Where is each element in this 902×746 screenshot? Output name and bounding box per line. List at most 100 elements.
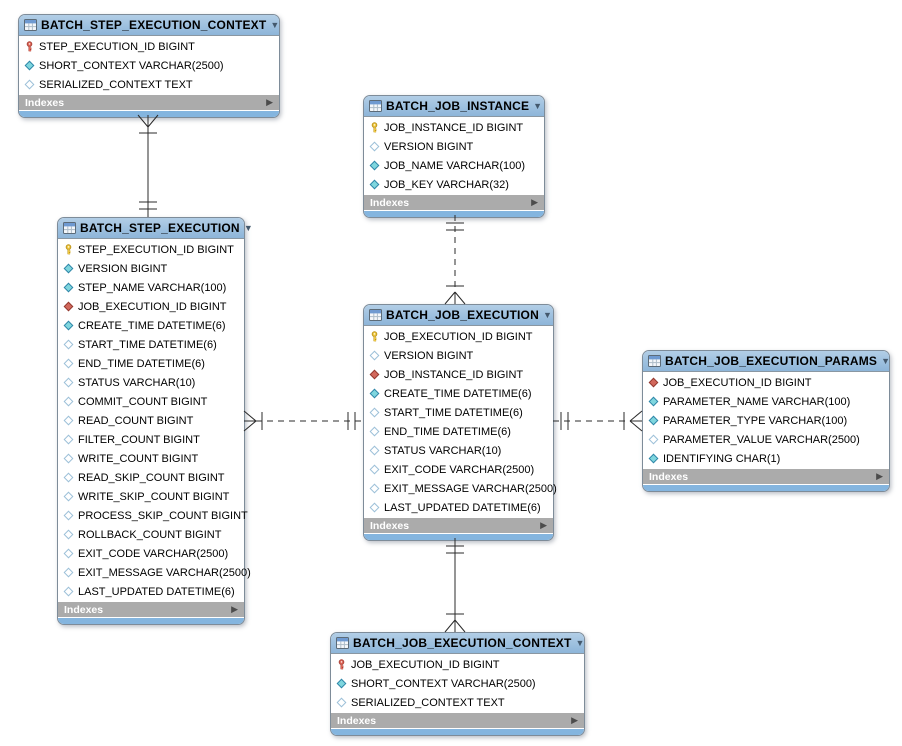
table-BATCH_JOB_EXECUTION_CONTEXT[interactable]: BATCH_JOB_EXECUTION_CONTEXT ▼ JOB_EXECUT… [330, 632, 585, 736]
column-row[interactable]: PARAMETER_VALUE VARCHAR(2500) [643, 430, 889, 449]
collapse-arrow-icon[interactable]: ▼ [575, 637, 585, 648]
collapse-arrow-icon[interactable]: ▼ [542, 309, 552, 320]
column-row[interactable]: EXIT_CODE VARCHAR(2500) [364, 460, 553, 479]
column-row[interactable]: IDENTIFYING CHAR(1) [643, 449, 889, 468]
relationship-BATCH_STEP_EXECUTION_CONTEXT-BATCH_STEP_EXECUTION[interactable] [134, 114, 162, 217]
table-header[interactable]: BATCH_JOB_EXECUTION_CONTEXT ▼ [331, 633, 584, 654]
column-row[interactable]: EXIT_MESSAGE VARCHAR(2500) [364, 479, 557, 498]
column-row[interactable]: START_TIME DATETIME(6) [58, 335, 244, 354]
indexes-footer[interactable]: Indexes ▶ [58, 602, 244, 617]
table-header[interactable]: BATCH_JOB_EXECUTION ▼ [364, 305, 553, 326]
column-label: READ_COUNT BIGINT [78, 414, 194, 427]
nullable-column-icon [63, 567, 74, 578]
table-title: BATCH_STEP_EXECUTION_CONTEXT [41, 18, 267, 32]
column-row[interactable]: SHORT_CONTEXT VARCHAR(2500) [331, 674, 584, 693]
foreign-key-icon [369, 369, 380, 380]
column-row[interactable]: STATUS VARCHAR(10) [364, 441, 553, 460]
relationship-BATCH_JOB_EXECUTION-BATCH_JOB_EXECUTION_PARAMS[interactable] [553, 407, 643, 435]
column-row[interactable]: PROCESS_SKIP_COUNT BIGINT [58, 506, 248, 525]
column-row[interactable]: WRITE_SKIP_COUNT BIGINT [58, 487, 244, 506]
collapse-arrow-icon[interactable]: ▼ [270, 19, 280, 30]
column-row[interactable]: STEP_EXECUTION_ID BIGINT [19, 37, 279, 56]
column-row[interactable]: JOB_EXECUTION_ID BIGINT [331, 655, 584, 674]
column-row[interactable]: SERIALIZED_CONTEXT TEXT [19, 75, 279, 94]
relationship-BATCH_STEP_EXECUTION-BATCH_JOB_EXECUTION[interactable] [243, 407, 363, 435]
table-title: BATCH_JOB_EXECUTION_PARAMS [665, 354, 878, 368]
column-label: JOB_KEY VARCHAR(32) [384, 178, 509, 191]
collapse-arrow-icon[interactable]: ▼ [243, 222, 253, 233]
column-row[interactable]: SERIALIZED_CONTEXT TEXT [331, 693, 584, 712]
primary-key-icon [63, 244, 74, 255]
column-row[interactable]: SHORT_CONTEXT VARCHAR(2500) [19, 56, 279, 75]
column-row[interactable]: VERSION BIGINT [58, 259, 244, 278]
not-null-column-icon [63, 320, 74, 331]
indexes-footer[interactable]: Indexes ▶ [643, 469, 889, 484]
column-row[interactable]: CREATE_TIME DATETIME(6) [364, 384, 553, 403]
column-row[interactable]: VERSION BIGINT [364, 346, 553, 365]
column-row[interactable]: JOB_INSTANCE_ID BIGINT [364, 365, 553, 384]
expand-arrow-icon[interactable]: ▶ [231, 604, 238, 614]
nullable-column-icon [369, 407, 380, 418]
table-BATCH_STEP_EXECUTION[interactable]: BATCH_STEP_EXECUTION ▼ STEP_EXECUTION_ID… [57, 217, 253, 625]
column-row[interactable]: START_TIME DATETIME(6) [364, 403, 553, 422]
column-row[interactable]: LAST_UPDATED DATETIME(6) [58, 582, 244, 601]
column-row[interactable]: JOB_KEY VARCHAR(32) [364, 175, 544, 194]
column-row[interactable]: PARAMETER_TYPE VARCHAR(100) [643, 411, 889, 430]
indexes-footer[interactable]: Indexes ▶ [19, 95, 279, 110]
not-null-column-icon [63, 282, 74, 293]
foreign-key-icon [63, 301, 74, 312]
column-row[interactable]: PARAMETER_NAME VARCHAR(100) [643, 392, 889, 411]
table-header[interactable]: BATCH_STEP_EXECUTION ▼ [58, 218, 253, 239]
column-label: JOB_NAME VARCHAR(100) [384, 159, 525, 172]
indexes-footer[interactable]: Indexes ▶ [331, 713, 584, 728]
relationship-BATCH_JOB_EXECUTION-BATCH_JOB_EXECUTION_CONTEXT[interactable] [441, 538, 469, 633]
column-row[interactable]: JOB_EXECUTION_ID BIGINT [364, 327, 553, 346]
table-BATCH_JOB_EXECUTION[interactable]: BATCH_JOB_EXECUTION ▼ JOB_EXECUTION_ID B… [363, 304, 557, 541]
column-row[interactable]: CREATE_TIME DATETIME(6) [58, 316, 244, 335]
column-row[interactable]: END_TIME DATETIME(6) [58, 354, 244, 373]
column-row[interactable]: STEP_NAME VARCHAR(100) [58, 278, 244, 297]
table-header[interactable]: BATCH_JOB_INSTANCE ▼ [364, 96, 544, 117]
column-row[interactable]: VERSION BIGINT [364, 137, 544, 156]
column-row[interactable]: STEP_EXECUTION_ID BIGINT [58, 240, 244, 259]
column-row[interactable]: STATUS VARCHAR(10) [58, 373, 244, 392]
indexes-footer[interactable]: Indexes ▶ [364, 195, 544, 210]
column-row[interactable]: JOB_NAME VARCHAR(100) [364, 156, 544, 175]
column-row[interactable]: EXIT_MESSAGE VARCHAR(2500) [58, 563, 251, 582]
column-row[interactable]: WRITE_COUNT BIGINT [58, 449, 244, 468]
column-row[interactable]: END_TIME DATETIME(6) [364, 422, 553, 441]
column-row[interactable]: FILTER_COUNT BIGINT [58, 430, 244, 449]
column-row[interactable]: EXIT_CODE VARCHAR(2500) [58, 544, 244, 563]
collapse-arrow-icon[interactable]: ▼ [881, 355, 891, 366]
primary-foreign-key-icon [336, 659, 347, 670]
table-header[interactable]: BATCH_STEP_EXECUTION_CONTEXT ▼ [19, 15, 279, 36]
expand-arrow-icon[interactable]: ▶ [571, 715, 578, 725]
relationship-BATCH_JOB_INSTANCE-BATCH_JOB_EXECUTION[interactable] [441, 215, 469, 305]
column-row[interactable]: JOB_EXECUTION_ID BIGINT [58, 297, 244, 316]
column-row[interactable]: LAST_UPDATED DATETIME(6) [364, 498, 553, 517]
column-row[interactable]: JOB_INSTANCE_ID BIGINT [364, 118, 544, 137]
expand-arrow-icon[interactable]: ▶ [266, 97, 273, 107]
table-BATCH_JOB_EXECUTION_PARAMS[interactable]: BATCH_JOB_EXECUTION_PARAMS ▼ JOB_EXECUTI… [642, 350, 890, 492]
column-row[interactable]: READ_SKIP_COUNT BIGINT [58, 468, 244, 487]
table-BATCH_STEP_EXECUTION_CONTEXT[interactable]: BATCH_STEP_EXECUTION_CONTEXT ▼ STEP_EXEC… [18, 14, 280, 118]
table-header[interactable]: BATCH_JOB_EXECUTION_PARAMS ▼ [643, 351, 891, 372]
column-label: STEP_EXECUTION_ID BIGINT [78, 243, 234, 256]
column-row[interactable]: JOB_EXECUTION_ID BIGINT [643, 373, 889, 392]
collapse-arrow-icon[interactable]: ▼ [533, 100, 543, 111]
indexes-footer[interactable]: Indexes ▶ [364, 518, 553, 533]
column-label: EXIT_MESSAGE VARCHAR(2500) [78, 566, 251, 579]
column-label: WRITE_SKIP_COUNT BIGINT [78, 490, 230, 503]
nullable-column-icon [336, 697, 347, 708]
table-BATCH_JOB_INSTANCE[interactable]: BATCH_JOB_INSTANCE ▼ JOB_INSTANCE_ID BIG… [363, 95, 545, 218]
expand-arrow-icon[interactable]: ▶ [876, 471, 883, 481]
not-null-column-icon [369, 388, 380, 399]
expand-arrow-icon[interactable]: ▶ [531, 197, 538, 207]
column-row[interactable]: ROLLBACK_COUNT BIGINT [58, 525, 244, 544]
column-label: PARAMETER_NAME VARCHAR(100) [663, 395, 851, 408]
expand-arrow-icon[interactable]: ▶ [540, 520, 547, 530]
column-row[interactable]: COMMIT_COUNT BIGINT [58, 392, 244, 411]
column-row[interactable]: READ_COUNT BIGINT [58, 411, 244, 430]
